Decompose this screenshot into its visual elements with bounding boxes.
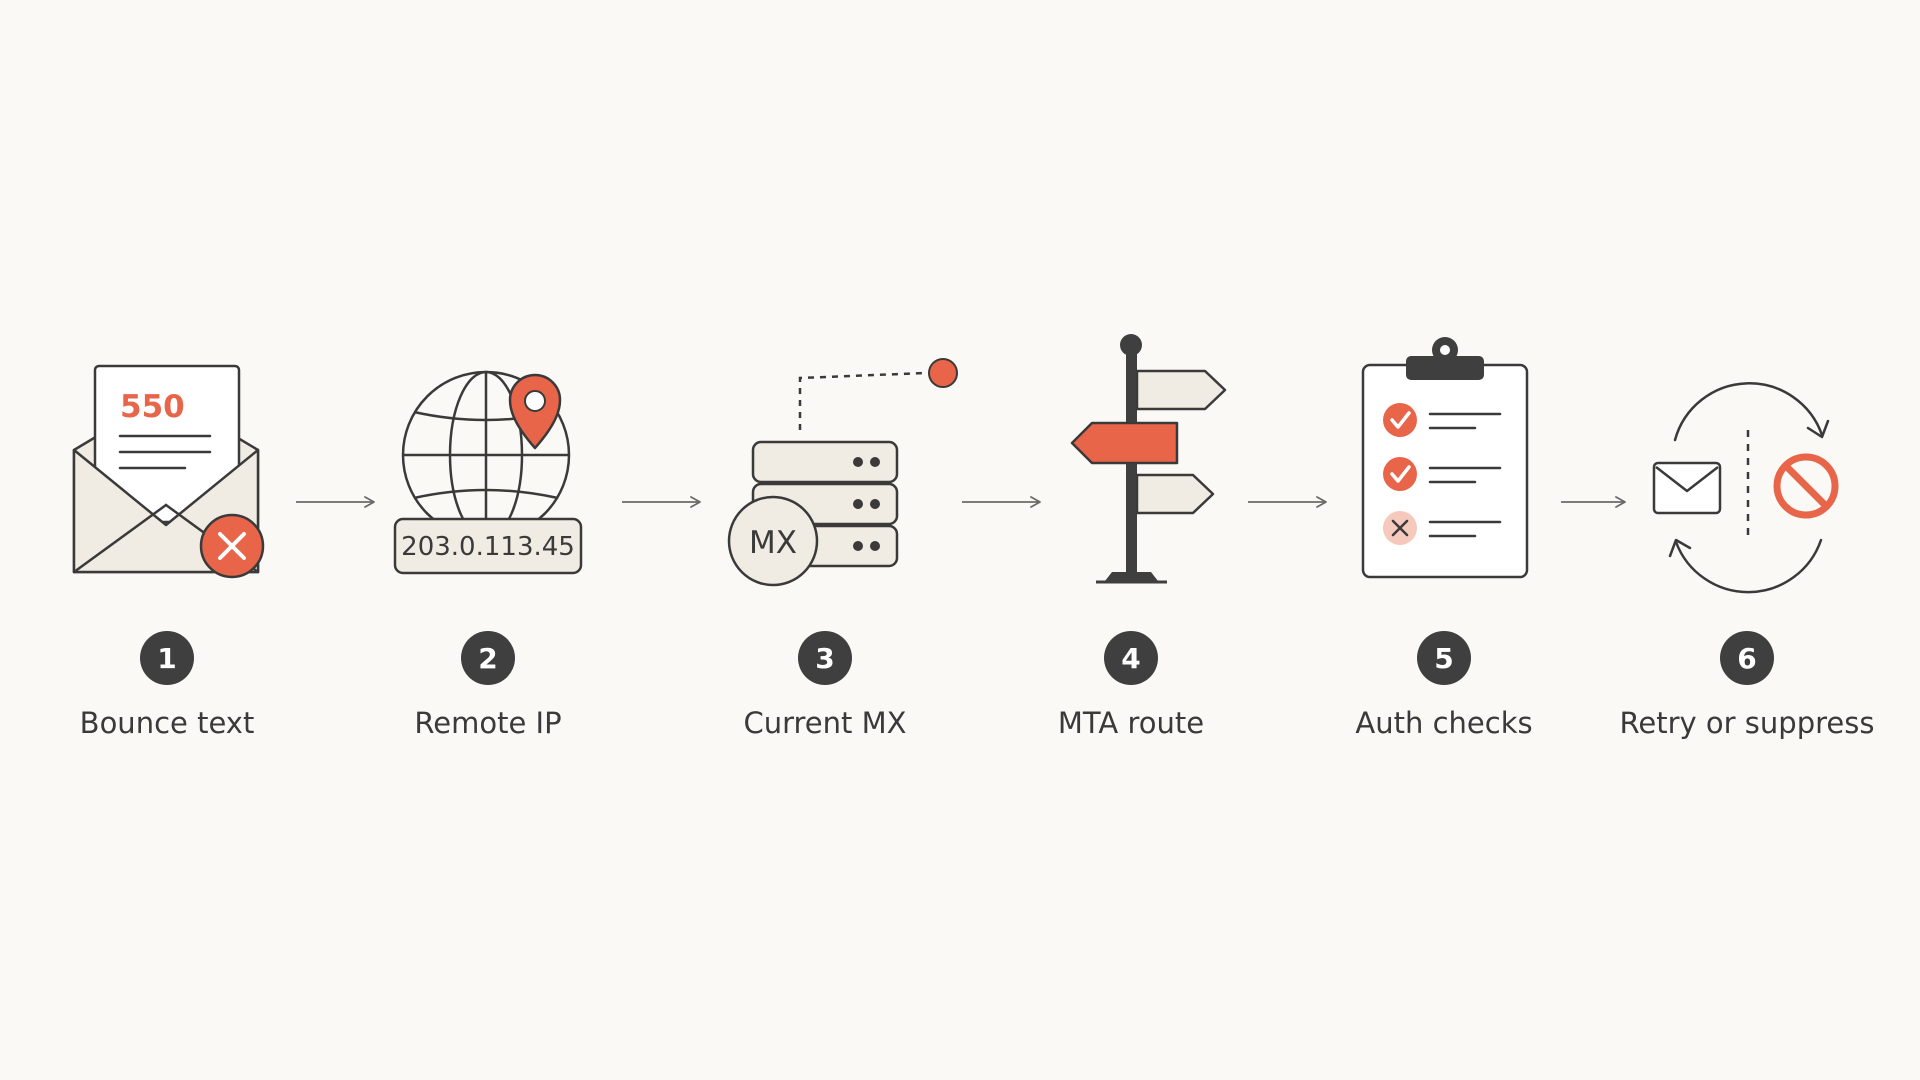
step-label: Retry or suppress [1620,706,1875,740]
step-number: 2 [478,642,497,675]
step-4: 4 MTA route [1058,334,1227,740]
step-5: 5 Auth checks [1355,337,1533,740]
step-label: Auth checks [1355,706,1532,740]
step-number: 1 [157,642,176,675]
signpost-icon [1070,334,1227,584]
step-number: 6 [1737,642,1756,675]
mail-icon [1652,461,1722,515]
step-label: Bounce text [80,706,255,740]
bounced-email-icon: 550 [72,364,265,579]
step-number-badge: 6 [1720,631,1774,685]
step-3: MX 3 Current MX [727,358,958,740]
step-number: 4 [1121,642,1140,675]
step-number-badge: 1 [140,631,194,685]
step-number: 5 [1434,642,1453,675]
bounce-code: 550 [120,389,185,425]
location-pin-icon [508,373,562,450]
globe-location-icon: 203.0.113.45 [393,370,583,575]
check-pass-icon [1383,457,1417,491]
prohibited-icon [1773,453,1839,519]
step-number-badge: 4 [1104,631,1158,685]
check-fail-icon [1383,511,1417,545]
step-number-badge: 5 [1417,631,1471,685]
step-label: MTA route [1058,706,1204,740]
mx-badge-text: MX [749,525,797,561]
step-number-badge: 3 [798,631,852,685]
step-label: Current MX [743,706,906,740]
retry-suppress-icon [1652,382,1839,594]
step-1: 550 1 Bounce text [72,364,265,740]
step-label: Remote IP [414,706,561,740]
mx-server-icon: MX [727,358,958,587]
step-2: 203.0.113.45 2 Remote IP [393,370,583,740]
step-6: 6 Retry or suppress [1620,382,1875,740]
remote-ip-value: 203.0.113.45 [401,532,575,562]
clipboard-checklist-icon [1361,337,1529,579]
step-number-badge: 2 [461,631,515,685]
check-pass-icon [1383,403,1417,437]
error-x-icon [199,513,265,579]
step-number: 3 [815,642,834,675]
